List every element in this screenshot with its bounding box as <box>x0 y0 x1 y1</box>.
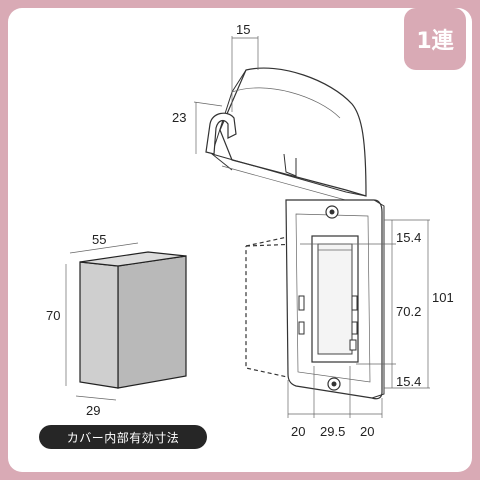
width-right-label: 20 <box>360 424 374 439</box>
box-width-line <box>69 242 139 254</box>
box-height-label: 70 <box>46 308 60 323</box>
height-middle-label: 70.2 <box>396 304 421 319</box>
dashed-back-box <box>245 235 293 379</box>
box-depth-label: 29 <box>86 403 100 418</box>
flap-height-label: 23 <box>172 110 186 125</box>
side-tab-right-2 <box>351 321 358 335</box>
height-bottom-label: 15.4 <box>396 374 421 389</box>
lid-bottom-lip <box>221 165 361 205</box>
flap-height-ext-top <box>193 101 223 107</box>
box-top-face <box>79 251 187 267</box>
lid-left-edge <box>211 69 247 171</box>
width-left-label: 20 <box>291 424 305 439</box>
height-total-label: 101 <box>432 290 454 305</box>
lid-bottom-edge <box>211 153 367 197</box>
diagram-card: 55 70 29 15 23 <box>8 8 472 472</box>
lid-hook <box>205 112 237 155</box>
box-side-face <box>79 261 119 389</box>
screw-hole-bottom-center <box>331 381 337 387</box>
box-dimension-lines <box>65 242 139 401</box>
cover-base <box>285 199 385 400</box>
width-middle-label: 29.5 <box>320 424 345 439</box>
side-tab-left-2 <box>298 321 305 335</box>
box-front-face <box>117 255 187 389</box>
lid-dimension-lines <box>193 36 259 154</box>
box-depth-line <box>75 395 117 401</box>
caption-pill: カバー内部有効寸法 <box>39 425 207 449</box>
flap-width-label: 15 <box>236 22 250 37</box>
diagram-canvas: 55 70 29 15 23 <box>46 22 454 439</box>
height-top-label: 15.4 <box>396 230 421 245</box>
base-side-wall <box>371 199 385 399</box>
side-tab-right-3 <box>349 339 357 351</box>
count-badge: 1連 <box>404 8 466 70</box>
interior-box <box>79 251 187 389</box>
lid-inner-curve <box>231 87 341 119</box>
side-tab-left-1 <box>298 295 305 311</box>
base-inner-ring <box>295 213 371 383</box>
cover-lid <box>205 67 367 205</box>
lid-clip <box>283 153 297 177</box>
outlet-window <box>317 243 353 355</box>
box-width-label: 55 <box>92 232 106 247</box>
cover-dimension-lines <box>287 219 430 418</box>
screw-hole-top-center <box>329 209 335 215</box>
side-tab-right-1 <box>351 295 358 311</box>
